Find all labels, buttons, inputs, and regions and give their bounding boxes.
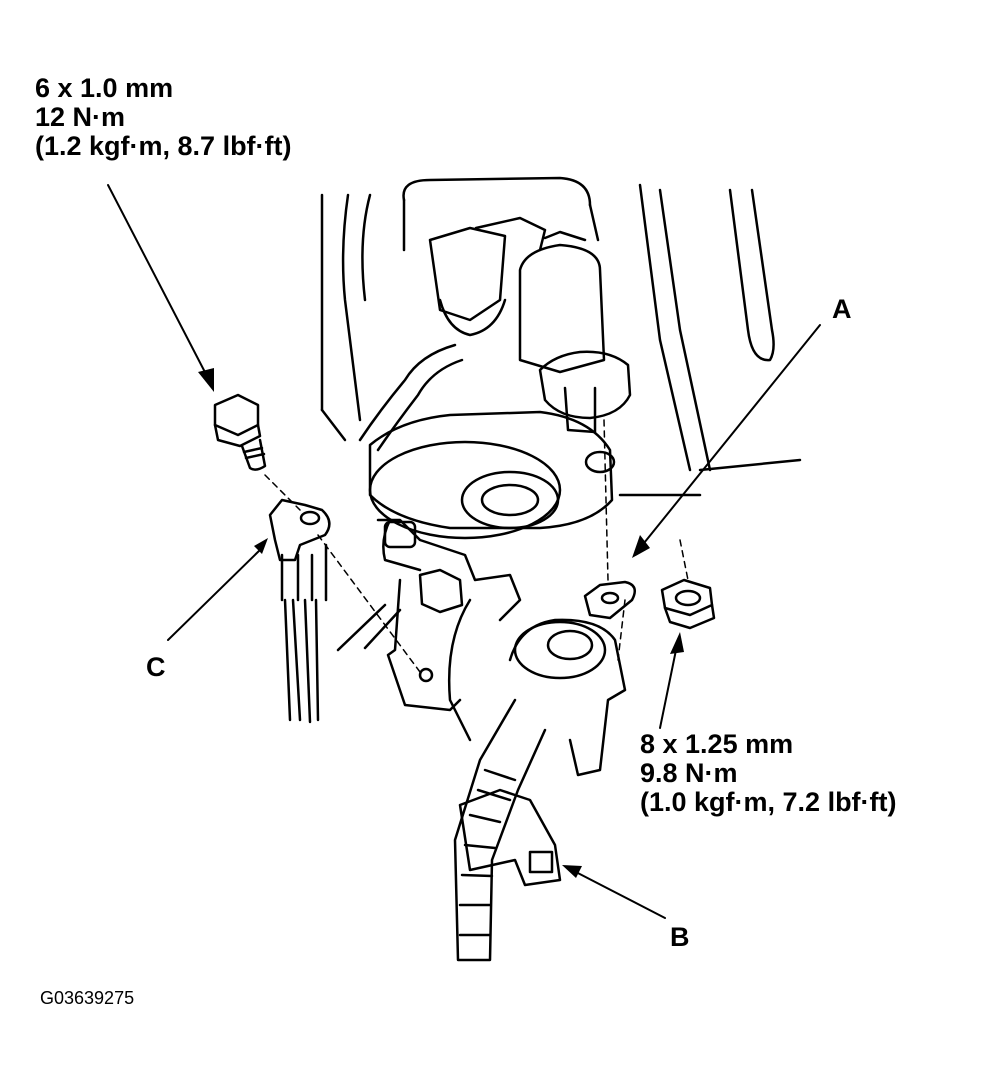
nut-spec-callout: 8 x 1.25 mm 9.8 N·m (1.0 kgf·m, 7.2 lbf·…: [640, 730, 897, 817]
label-c: C: [146, 652, 166, 682]
nut-arrow-head: [670, 632, 684, 654]
a-arrow-head: [632, 535, 650, 558]
battery-cable: [453, 618, 627, 962]
bolt-torque-alt: (1.2 kgf·m, 8.7 lbf·ft): [35, 131, 292, 161]
alignment-lines: [264, 419, 689, 673]
figure-id: G03639275: [40, 988, 135, 1008]
label-a: A: [832, 294, 852, 324]
bolt-arrow-head: [198, 368, 214, 392]
bolt-size: 6 x 1.0 mm: [35, 73, 174, 103]
bolt-leader-line: [107, 184, 209, 379]
flange-bolt: [213, 393, 267, 471]
c-arrow-head: [254, 538, 268, 554]
terminal-c: [268, 498, 331, 724]
nut-leader-line: [659, 649, 677, 729]
a-leader-line: [639, 324, 821, 549]
bolt-torque: 12 N·m: [35, 102, 126, 132]
nut-torque-alt: (1.0 kgf·m, 7.2 lbf·ft): [640, 787, 897, 817]
leader-arrows: [107, 184, 821, 919]
starter-motor: [358, 216, 632, 540]
bolt-spec-callout: 6 x 1.0 mm 12 N·m (1.2 kgf·m, 8.7 lbf·ft…: [35, 74, 292, 161]
starter-bracket: [336, 518, 522, 742]
nut-torque: 9.8 N·m: [640, 758, 738, 788]
flange-nut: [660, 578, 716, 630]
terminal-a: [583, 580, 637, 620]
label-b: B: [670, 922, 690, 952]
b-leader-line: [571, 869, 666, 919]
engine-block-outline: [320, 176, 802, 497]
nut-size: 8 x 1.25 mm: [640, 729, 794, 759]
b-arrow-head: [562, 865, 582, 878]
c-leader-line: [167, 547, 263, 641]
